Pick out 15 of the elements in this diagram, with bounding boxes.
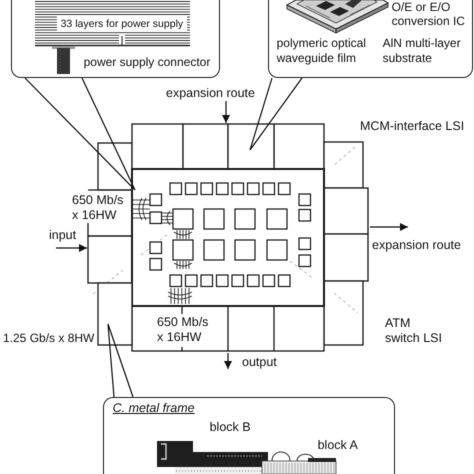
part-label: block B — [210, 420, 251, 435]
part-label: O/E or E/O conversion IC — [392, 0, 466, 28]
part-label: AlN multi-layer substrate — [382, 36, 462, 66]
rate-label: 1.25 Gb/s x 8HW — [3, 331, 94, 346]
edge-label: expansion route — [372, 238, 461, 253]
edge-label: input — [49, 228, 76, 243]
edge-label: output — [242, 355, 277, 370]
edge-label: expansion route — [166, 86, 255, 101]
part-label: polymeric optical waveguide film — [276, 36, 367, 66]
part-label: ATM switch LSI — [385, 316, 443, 346]
part-label: power supply connector — [84, 55, 210, 70]
callout-heading: C. metal frame — [112, 400, 195, 416]
part-label: block A — [318, 438, 358, 453]
part-label: MCM-interface LSI — [360, 119, 464, 134]
layer-caption: 33 layers for power supply — [60, 17, 184, 31]
